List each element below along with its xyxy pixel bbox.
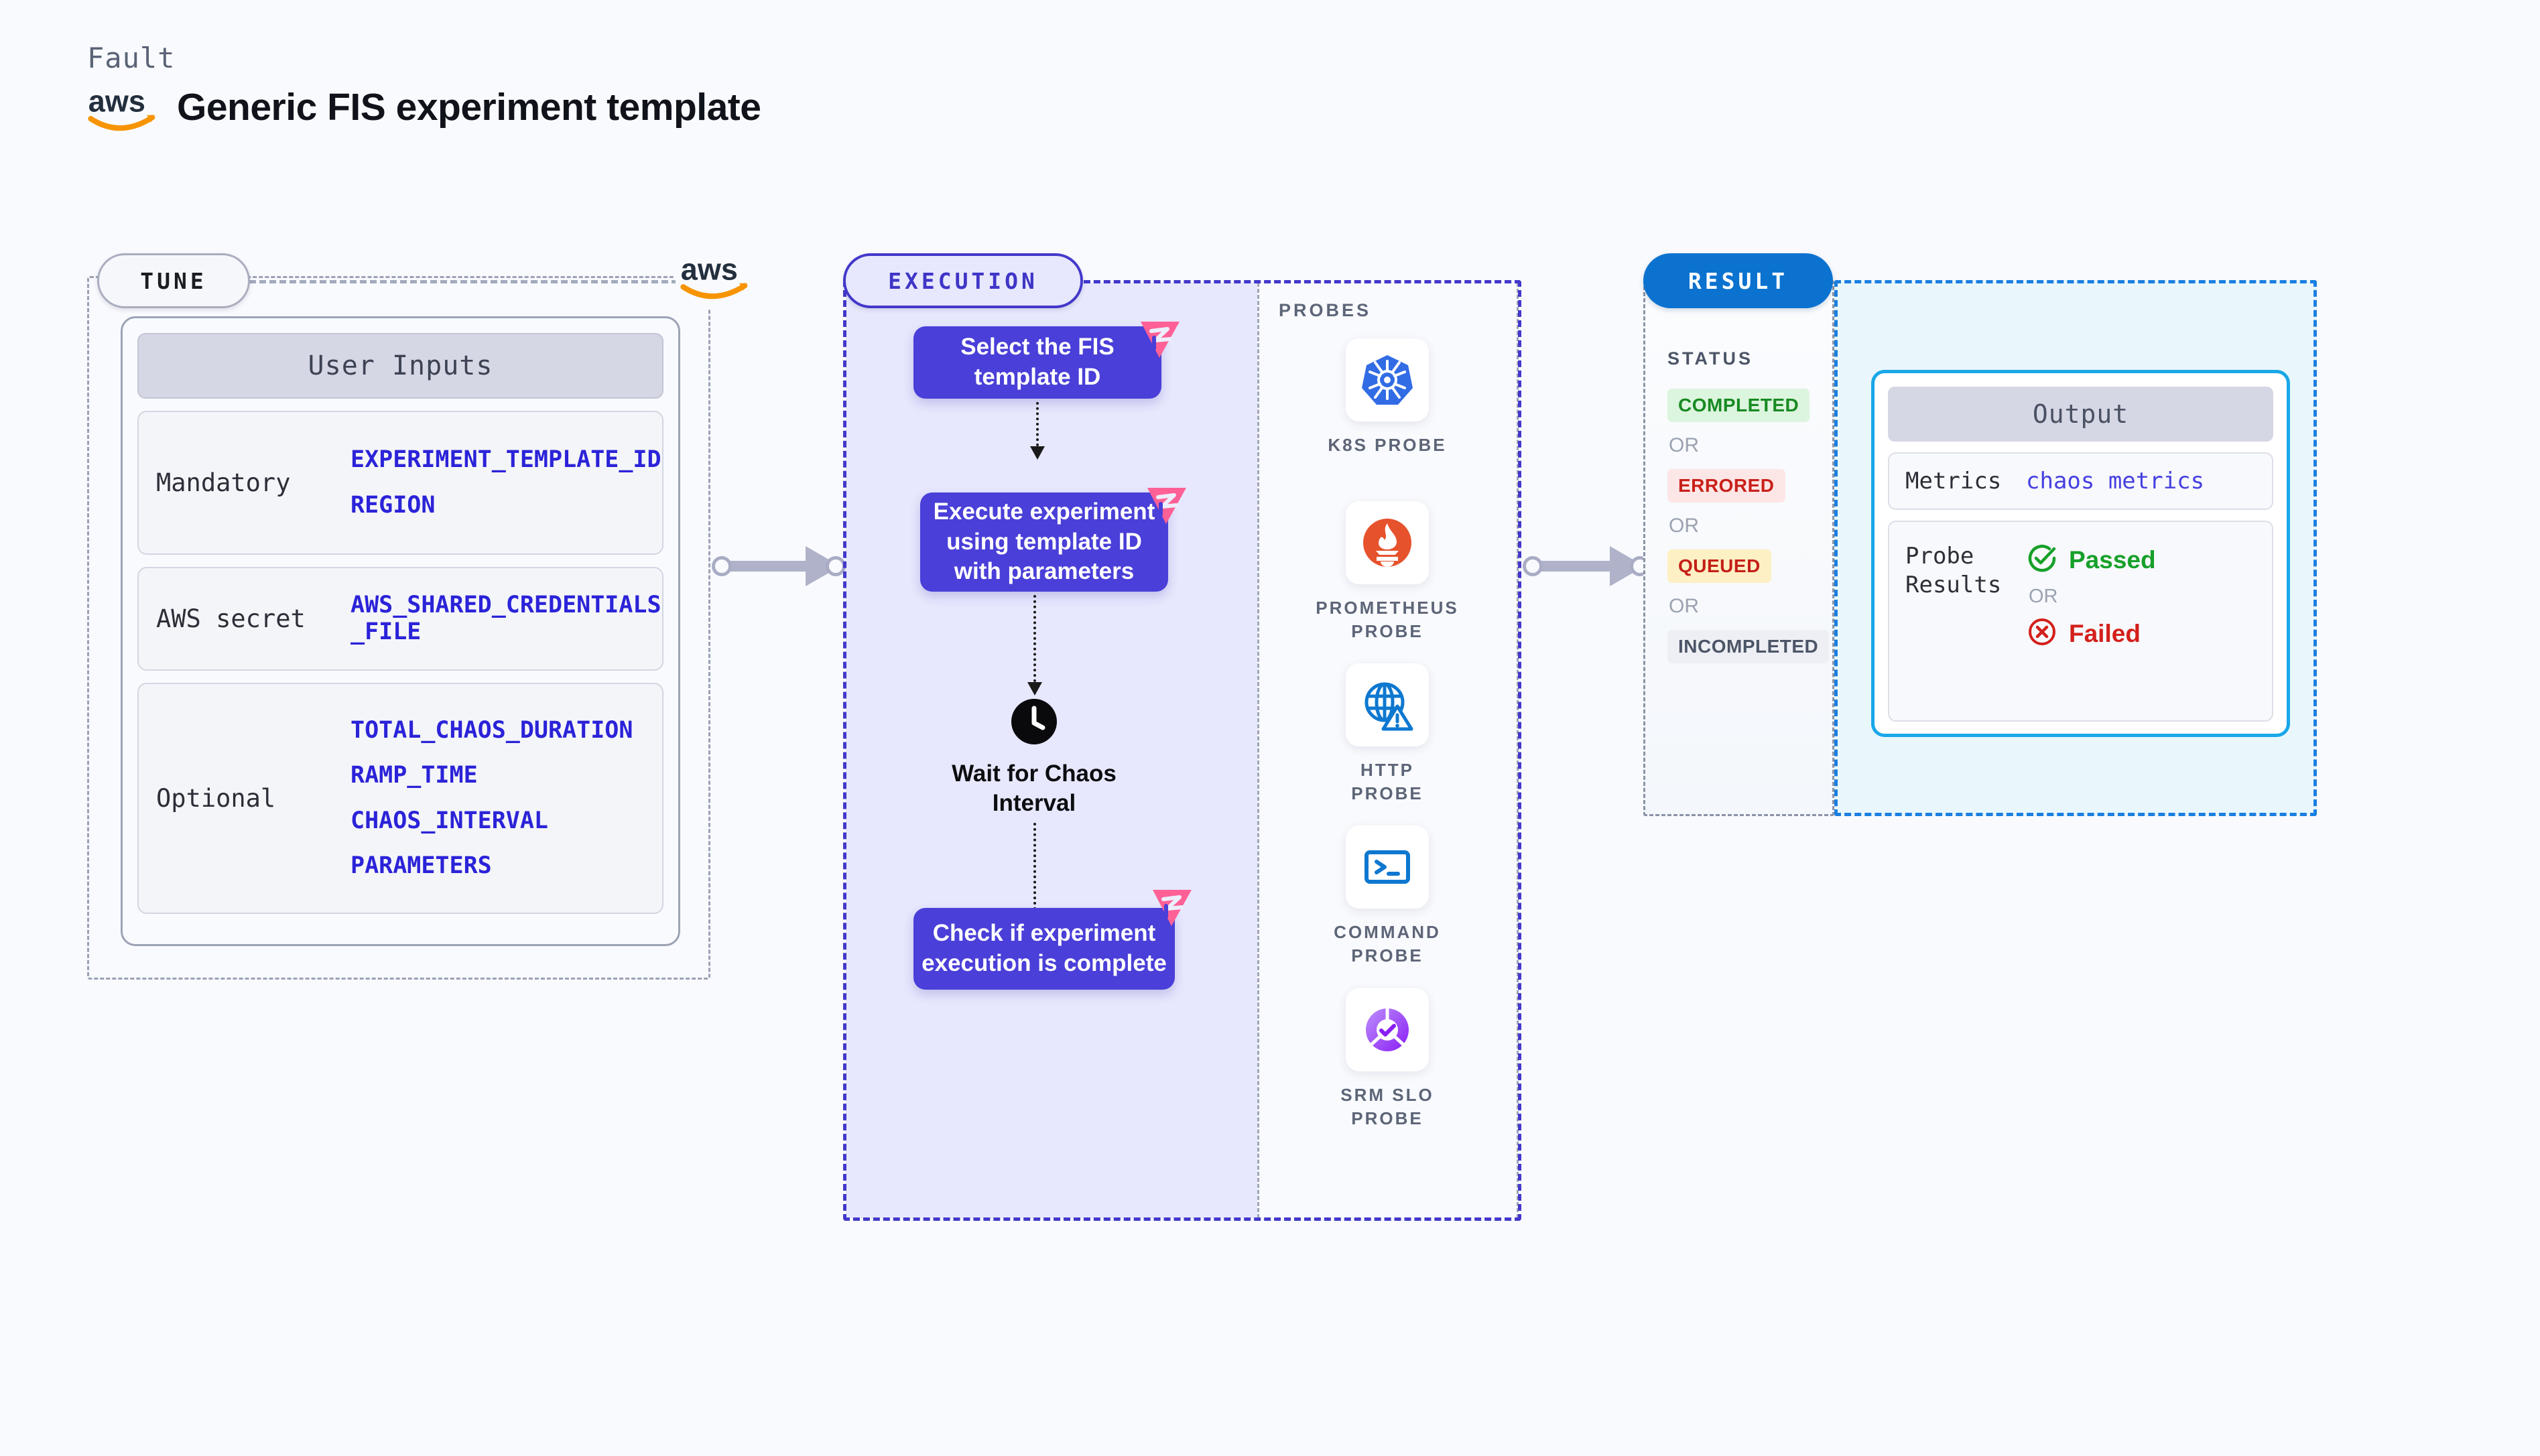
input-group-label: Optional — [156, 784, 276, 813]
litmus-chaos-icon — [1146, 486, 1188, 525]
probe-label: SRM SLO PROBE — [1340, 1085, 1434, 1129]
or-separator: OR — [2029, 586, 2058, 607]
flow-step-execute-experiment[interactable]: Execute experiment using template ID wit… — [920, 492, 1168, 592]
execution-badge[interactable]: EXECUTION — [843, 253, 1083, 308]
input-value: TOTAL_CHAOS_DURATION — [351, 717, 633, 744]
probe-label: HTTP PROBE — [1351, 760, 1423, 804]
probe-item-k8s[interactable]: K8S PROBE — [1324, 338, 1451, 457]
status-title: STATUS — [1667, 348, 1753, 369]
output-title: Output — [1888, 387, 2273, 442]
status-badge: INCOMPLETED — [1667, 630, 1830, 663]
svg-text:aws: aws — [88, 84, 145, 118]
litmus-chaos-icon — [1151, 888, 1193, 927]
input-value: REGION — [351, 491, 436, 519]
tune-dashed-line — [249, 280, 688, 283]
status-badge: QUEUED — [1667, 549, 1771, 583]
probe-result-passed: Passed — [2026, 542, 2156, 578]
input-group-label: Mandatory — [156, 468, 291, 497]
check-circle-icon — [2026, 542, 2058, 578]
output-card: Output Metrics chaos metrics Probe Resul… — [1871, 370, 2290, 737]
user-inputs-title: User Inputs — [137, 333, 663, 399]
connector-tune-to-execution — [712, 546, 846, 586]
or-separator: OR — [1669, 595, 1699, 617]
x-circle-icon — [2026, 616, 2058, 651]
input-group-aws-secret: AWS secret AWS_SHARED_CREDENTIALS _FILE — [137, 567, 663, 671]
litmus-chaos-icon — [1139, 320, 1181, 359]
eyebrow-label: Fault — [87, 42, 176, 74]
connector-execution-to-result — [1523, 546, 1650, 586]
page-title: Generic FIS experiment template — [177, 86, 761, 129]
probe-item-command[interactable]: COMMAND PROBE — [1324, 825, 1451, 968]
or-separator: OR — [1669, 434, 1699, 456]
svg-text:aws: aws — [681, 252, 738, 286]
aws-mark-icon: aws — [676, 243, 756, 310]
probe-label: PROMETHEUS PROBE — [1316, 598, 1459, 642]
probe-item-http[interactable]: HTTP PROBE — [1324, 663, 1451, 805]
input-value: RAMP_TIME — [351, 762, 478, 789]
input-value: PARAMETERS — [351, 852, 492, 879]
status-badge: COMPLETED — [1667, 389, 1810, 422]
execution-zone — [843, 280, 1521, 1221]
input-group-label: AWS secret — [156, 604, 306, 633]
page-header: Fault aws Generic FIS experiment templat… — [87, 42, 761, 133]
output-row-probe-results: Probe Results Passed OR — [1888, 521, 2273, 722]
flow-arrow — [1030, 402, 1045, 460]
metrics-label: Metrics — [1905, 467, 2002, 494]
input-value: CHAOS_INTERVAL — [351, 807, 549, 834]
input-group-mandatory: Mandatory EXPERIMENT_TEMPLATE_ID REGION — [137, 411, 663, 555]
status-badge: ERRORED — [1667, 469, 1785, 503]
passed-label: Passed — [2069, 545, 2156, 574]
wait-label: Wait for Chaos Interval — [952, 760, 1117, 816]
prometheus-icon — [1346, 501, 1429, 584]
status-list: COMPLETED OR ERRORED OR QUEUED OR INCOMP… — [1667, 389, 1835, 663]
globe-warning-icon — [1346, 663, 1429, 746]
probe-item-srm-slo[interactable]: SRM SLO PROBE — [1324, 988, 1451, 1130]
failed-label: Failed — [2069, 619, 2141, 647]
terminal-icon — [1346, 825, 1429, 909]
probe-label: K8S PROBE — [1328, 435, 1447, 455]
input-value: AWS_SHARED_CREDENTIALS _FILE — [351, 592, 661, 645]
aws-logo-icon: aws — [87, 82, 160, 133]
flow-step-check-complete[interactable]: Check if experiment execution is complet… — [913, 908, 1175, 990]
metrics-value[interactable]: chaos metrics — [2026, 468, 2205, 494]
kubernetes-icon — [1346, 338, 1429, 421]
probe-label: COMMAND PROBE — [1334, 922, 1441, 966]
tune-badge[interactable]: TUNE — [97, 253, 250, 308]
probe-results-label: Probe Results — [1905, 543, 2002, 598]
input-group-optional: Optional TOTAL_CHAOS_DURATION RAMP_TIME … — [137, 683, 663, 914]
result-badge[interactable]: RESULT — [1643, 253, 1833, 308]
tune-zone — [87, 276, 710, 980]
user-inputs-card: User Inputs Mandatory EXPERIMENT_TEMPLAT… — [121, 316, 680, 946]
output-row-metrics: Metrics chaos metrics — [1888, 452, 2273, 510]
execution-fill — [846, 283, 1257, 1218]
flow-step-select-template[interactable]: Select the FIS template ID — [913, 326, 1161, 399]
flow-step-wait-chaos-interval: Wait for Chaos Interval — [920, 697, 1148, 818]
input-value: EXPERIMENT_TEMPLATE_ID — [351, 446, 661, 474]
result-status-zone — [1643, 280, 1834, 816]
probe-result-failed: Failed — [2026, 616, 2156, 651]
flow-arrow — [1027, 595, 1042, 696]
or-separator: OR — [1669, 515, 1699, 537]
probes-title: PROBES — [1279, 300, 1372, 320]
probe-item-prometheus[interactable]: PROMETHEUS PROBE — [1316, 501, 1457, 643]
srm-slo-icon — [1346, 988, 1429, 1071]
clock-icon — [1009, 697, 1059, 750]
